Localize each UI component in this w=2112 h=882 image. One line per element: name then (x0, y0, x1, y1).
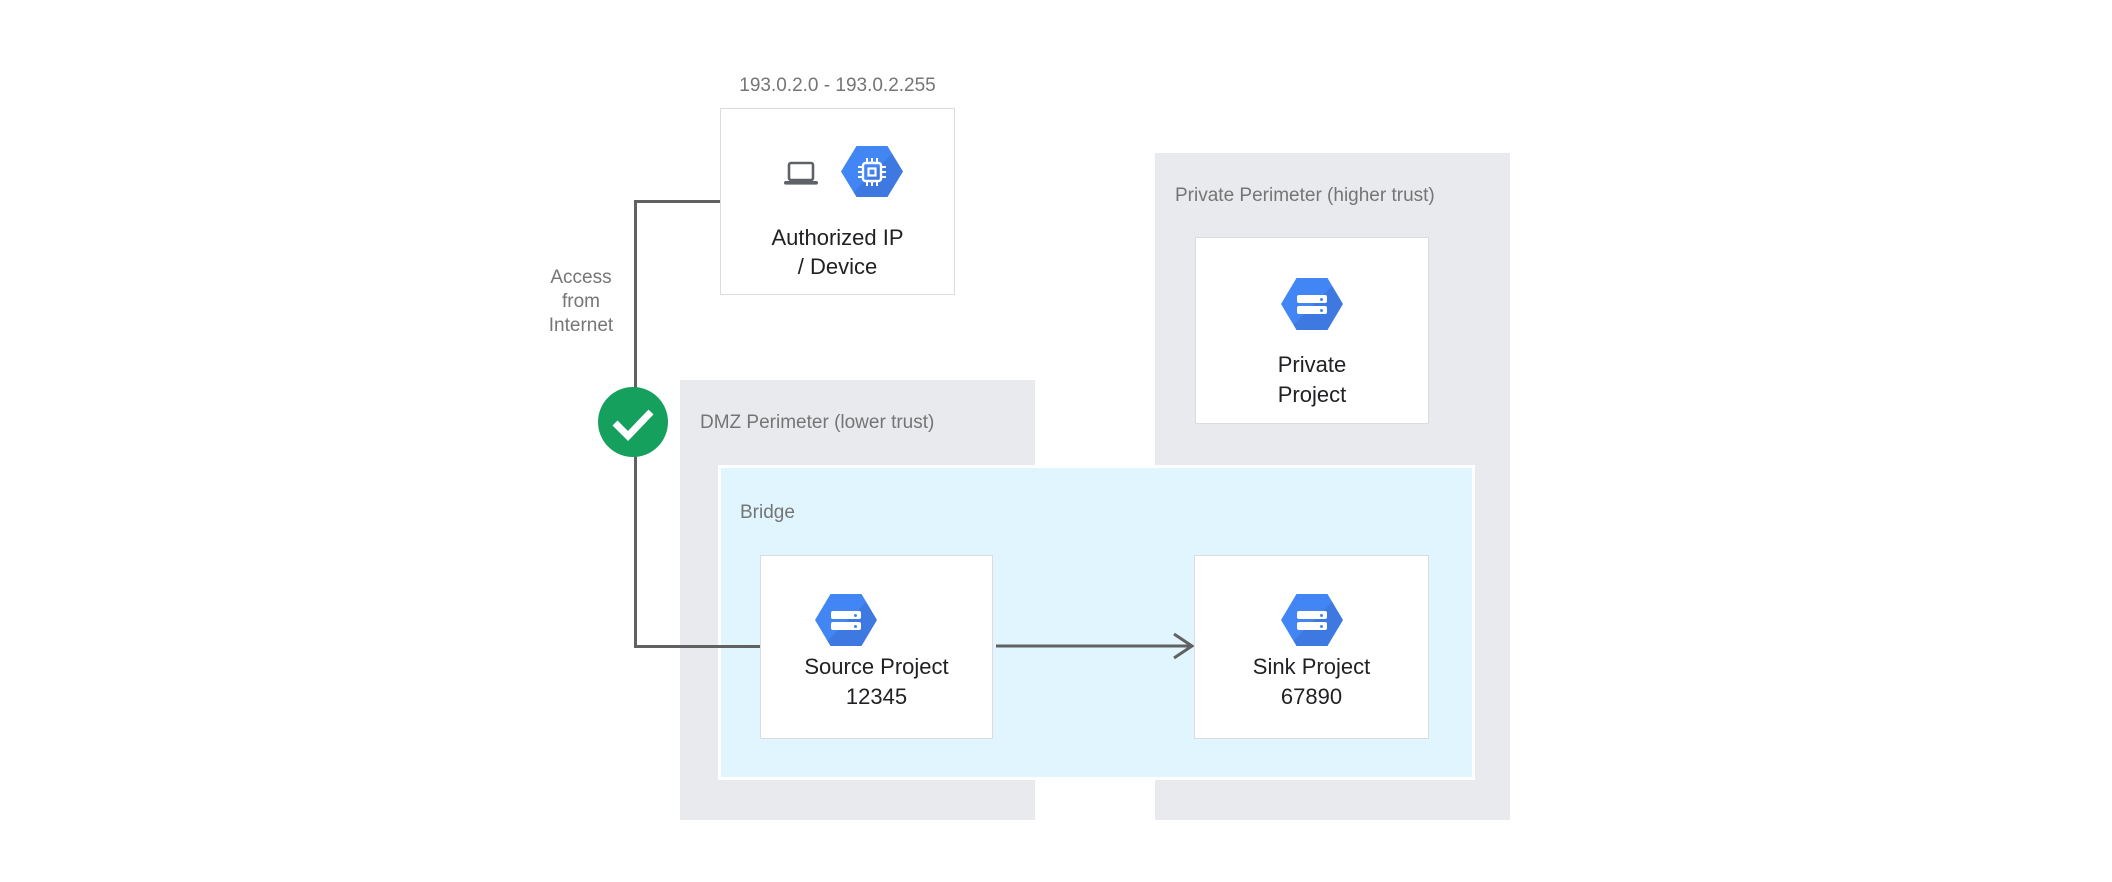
connector-source-line (634, 645, 761, 648)
authorized-ip-device-node: Authorized IP / Device (720, 108, 955, 295)
access-allowed-badge (598, 387, 668, 457)
server-bar (831, 611, 861, 619)
server-hexagon-icon (1281, 594, 1343, 646)
access-label-line: Internet (548, 315, 614, 336)
access-label-line: from (562, 291, 600, 312)
source-project-node: Source Project 12345 (760, 555, 993, 739)
arrow-source-to-sink (996, 632, 1195, 660)
server-hexagon-icon (815, 594, 877, 646)
server-bar (831, 622, 861, 630)
ip-range-label: 193.0.2.0 - 193.0.2.255 (739, 75, 936, 96)
dmz-perimeter-label: DMZ Perimeter (lower trust) (700, 412, 935, 433)
check-icon (612, 409, 654, 442)
chip-glyph (858, 157, 886, 186)
sink-label-line2: 67890 (1280, 684, 1343, 709)
access-from-internet-label: Access from Internet (536, 266, 626, 338)
chip-hexagon-icon (841, 146, 903, 197)
server-bar (1297, 295, 1327, 303)
private-project-node: Private Project (1195, 237, 1429, 424)
server-bar (1297, 306, 1327, 314)
source-label-line1: Source Project (804, 654, 949, 679)
sink-project-node: Sink Project 67890 (1194, 555, 1429, 739)
source-project-label: Source Project 12345 (761, 652, 992, 712)
bridge-label: Bridge (740, 502, 795, 523)
sink-label-line1: Sink Project (1252, 654, 1371, 679)
server-hexagon-icon (1281, 278, 1343, 330)
private-project-label: Private Project (1196, 350, 1428, 410)
sink-project-label: Sink Project 67890 (1195, 652, 1428, 712)
server-bar (1297, 622, 1327, 630)
authorized-node-label: Authorized IP / Device (721, 223, 954, 281)
authorized-label-line1: Authorized IP (771, 225, 904, 250)
connector-authorized-line (634, 200, 720, 203)
server-bar (1297, 611, 1327, 619)
arrowhead-right-icon (1173, 632, 1195, 660)
laptop-icon (784, 161, 818, 185)
private-label-line1: Private (1277, 352, 1347, 377)
private-label-line2: Project (1277, 382, 1347, 407)
source-label-line2: 12345 (845, 684, 908, 709)
authorized-label-line2: / Device (797, 254, 878, 279)
access-label-line: Access (550, 267, 612, 288)
private-perimeter-label: Private Perimeter (higher trust) (1175, 185, 1435, 206)
